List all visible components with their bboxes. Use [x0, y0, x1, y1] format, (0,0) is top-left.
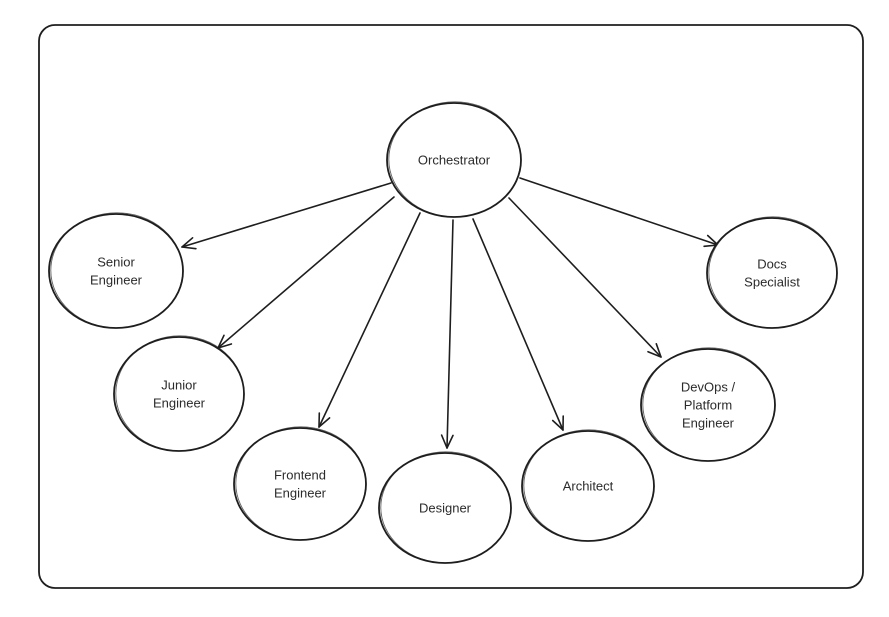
node-circle-sketch [50, 212, 184, 329]
node-label: Engineer [153, 396, 206, 411]
diagram-frame [38, 24, 864, 589]
node-label: Engineer [682, 416, 735, 431]
arrow-head-icon [440, 434, 454, 449]
node-label: Frontend [274, 468, 326, 483]
edge-orchestrator-to-frontend-engineer [318, 212, 421, 428]
edge-orchestrator-to-designer [440, 219, 454, 449]
node-label: Junior [161, 378, 197, 393]
edge-line [472, 218, 564, 431]
arrow-head-icon [318, 412, 331, 428]
edge-line [446, 219, 454, 449]
node-label: DevOps / [681, 380, 736, 395]
node-label: Engineer [274, 486, 327, 501]
node-label: Designer [419, 501, 472, 516]
edge-orchestrator-to-senior-engineer [181, 182, 392, 250]
edge-line [217, 196, 395, 349]
node-label: Specialist [744, 275, 800, 290]
node-label: Orchestrator [418, 153, 491, 168]
node-circle-sketch [115, 335, 245, 452]
edge-line [519, 177, 719, 246]
node-circle-sketch [642, 347, 776, 462]
edge-line [508, 197, 662, 358]
node-circle-sketch [523, 429, 655, 542]
edge-orchestrator-to-architect [472, 218, 564, 431]
node-designer[interactable]: Designer [378, 451, 512, 564]
node-label: Architect [563, 479, 614, 494]
node-circle-sketch [380, 451, 512, 564]
node-label: Platform [684, 398, 732, 413]
node-architect[interactable]: Architect [521, 429, 655, 542]
node-label: Engineer [90, 273, 143, 288]
edge-orchestrator-to-docs-specialist [519, 177, 719, 248]
arrow-head-icon [551, 415, 564, 431]
node-circle-sketch [708, 216, 838, 329]
node-orchestrator[interactable]: Orchestrator [386, 101, 522, 218]
arrow-head-icon [647, 343, 662, 358]
edge-line [181, 182, 392, 248]
node-label: Docs [757, 257, 787, 272]
arrow-head-icon [181, 237, 197, 250]
edges-layer [181, 177, 719, 449]
edge-orchestrator-to-devops-platform-engineer [508, 197, 662, 358]
node-circle-sketch [235, 426, 367, 541]
nodes-layer: OrchestratorSeniorEngineerJuniorEngineer… [48, 101, 838, 564]
node-circle-sketch [388, 101, 522, 218]
edge-line [318, 212, 421, 428]
node-label: Senior [97, 255, 135, 270]
